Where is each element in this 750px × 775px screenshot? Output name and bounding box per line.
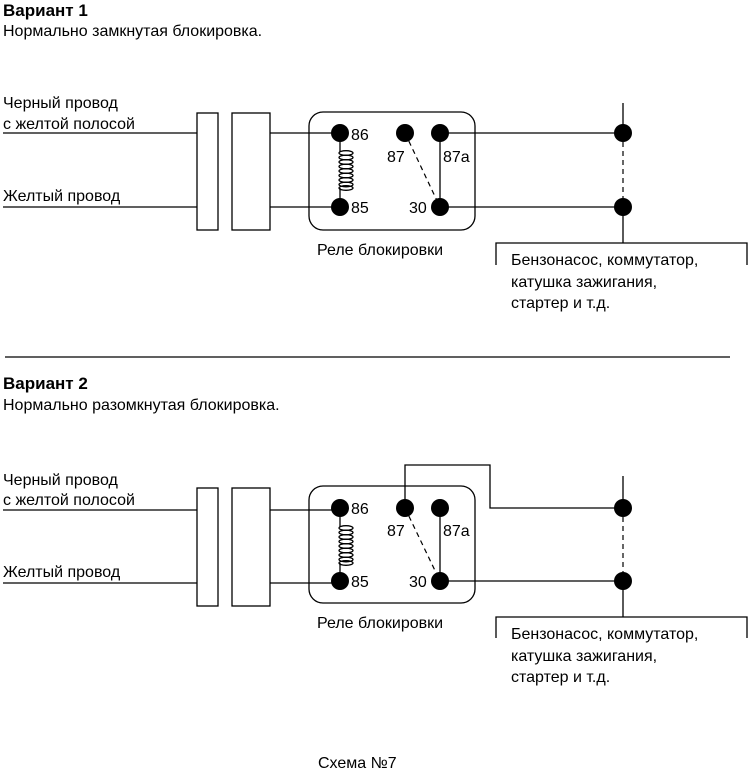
relay-label: Реле блокировки <box>317 242 443 259</box>
relay-body <box>308 111 476 231</box>
pin-85 <box>331 572 349 590</box>
relay-body <box>308 485 476 604</box>
pin-87a-label: 87a <box>443 149 470 166</box>
pin-87 <box>396 124 414 142</box>
load-label-line-1: Бензонасос, коммутатор, <box>511 252 698 269</box>
relay-coil <box>338 150 354 191</box>
load-label-line-1: Бензонасос, коммутатор, <box>511 626 698 643</box>
load-label-line-3: стартер и т.д. <box>511 295 610 312</box>
connector-plug <box>196 112 219 231</box>
wire-black-yellow-label-2: с желтой полосой <box>3 492 135 509</box>
pin-87a <box>431 499 449 517</box>
pin-85 <box>331 198 349 216</box>
variant-1-title: Вариант 1 <box>3 1 88 20</box>
connector-plug <box>196 487 219 607</box>
variant-2: Вариант 2 Нормально разомкнутая блокиров… <box>3 374 748 686</box>
load-label-line-3: стартер и т.д. <box>511 669 610 686</box>
variant-2-title: Вариант 2 <box>3 374 88 393</box>
cut-point-top <box>614 124 632 142</box>
cut-point-bottom <box>614 572 632 590</box>
wire-yellow-label: Желтый провод <box>3 188 121 205</box>
variant-1-subtitle: Нормально замкнутая блокировка. <box>3 23 262 40</box>
contact-87-30-open <box>404 132 441 208</box>
pin-86 <box>331 499 349 517</box>
pin-87 <box>396 499 414 517</box>
wire-87-out <box>404 464 623 509</box>
contact-87-30-open <box>404 507 441 582</box>
relay-label: Реле блокировки <box>317 615 443 632</box>
pin-86 <box>331 124 349 142</box>
pin-86-label: 86 <box>351 127 369 144</box>
load-bracket <box>495 242 748 265</box>
wire-black-yellow-label-2: с желтой полосой <box>3 116 135 133</box>
pin-87-label: 87 <box>387 149 405 166</box>
pin-85-label: 85 <box>351 200 369 217</box>
wire-black-yellow-label: Черный провод <box>3 472 119 489</box>
pin-30-label: 30 <box>409 574 427 591</box>
relay-coil <box>338 525 354 566</box>
pin-85-label: 85 <box>351 574 369 591</box>
connector-socket <box>231 112 271 231</box>
pin-87a-label: 87a <box>443 523 470 540</box>
load-label-line-2: катушка зажигания, <box>511 648 657 665</box>
pin-87-label: 87 <box>387 523 405 540</box>
load-label-line-2: катушка зажигания, <box>511 274 657 291</box>
pin-30-label: 30 <box>409 200 427 217</box>
pin-86-label: 86 <box>351 501 369 518</box>
cut-point-bottom <box>614 198 632 216</box>
variant-2-subtitle: Нормально разомкнутая блокировка. <box>3 397 280 414</box>
wire-black-yellow-label: Черный провод <box>3 95 119 112</box>
variant-1: Вариант 1 Нормально замкнутая блокировка… <box>3 1 748 312</box>
cut-point-top <box>614 499 632 517</box>
scheme-caption: Схема №7 <box>318 755 397 772</box>
wire-yellow-label: Желтый провод <box>3 564 121 581</box>
load-bracket <box>495 616 748 638</box>
connector-socket <box>231 487 271 607</box>
